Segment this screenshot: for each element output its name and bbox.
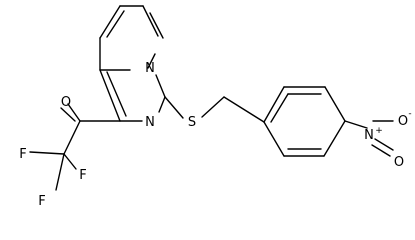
structure-diagram: N N O S F F F N + O - O xyxy=(19,5,412,209)
atom-f-left: F xyxy=(19,147,26,162)
atom-o-ketone: O xyxy=(61,95,71,110)
molecule-drawing: N N O S F F F N + O - O xyxy=(19,5,412,209)
bond-lines xyxy=(29,5,394,191)
atom-n-nitro-charge: + xyxy=(375,126,383,136)
atom-s-thioether: S xyxy=(188,115,196,130)
atom-f-bottom: F xyxy=(38,194,45,209)
atom-f-top: F xyxy=(79,168,86,183)
atom-o-nitro-top-charge: - xyxy=(408,109,411,119)
atom-o-nitro-bottom: O xyxy=(394,155,404,170)
atom-n-imine: N xyxy=(145,115,155,130)
atom-o-nitro-top: O xyxy=(398,114,408,129)
atom-n-nitro: N xyxy=(364,128,374,143)
atom-n-ring: N xyxy=(145,61,155,76)
atom-labels: N N O S F F F N + O - O xyxy=(19,61,411,209)
